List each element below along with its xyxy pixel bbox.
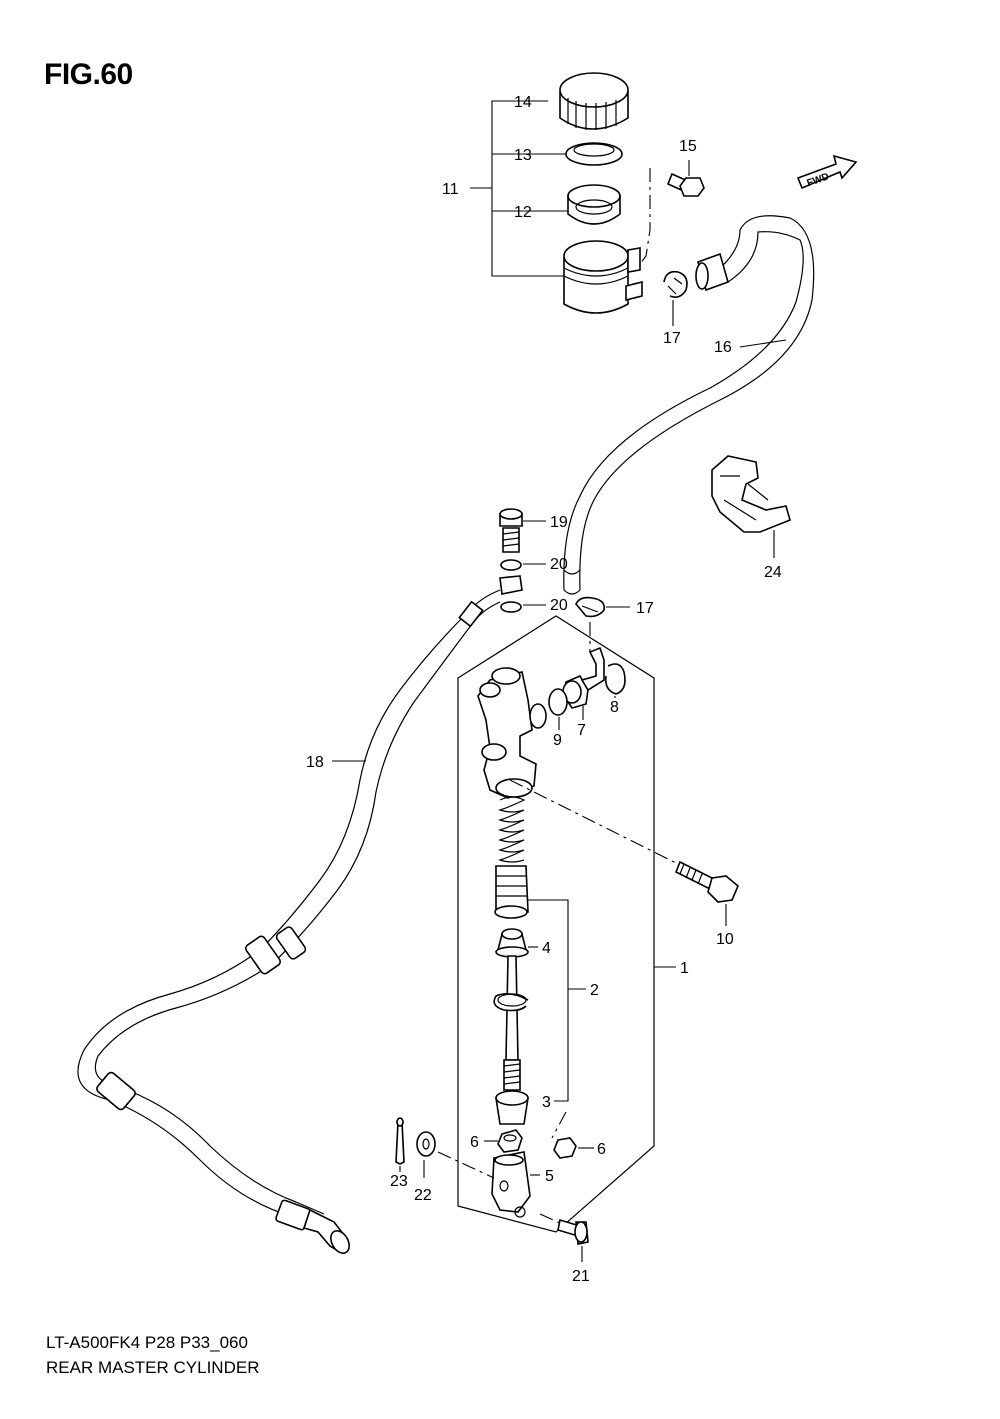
callout-1: 1 bbox=[680, 960, 689, 977]
callout-10: 10 bbox=[716, 931, 734, 948]
callout-2: 2 bbox=[590, 982, 599, 999]
callout-15: 15 bbox=[679, 138, 697, 155]
lock-nut-right bbox=[553, 1137, 577, 1159]
hose-clamp-top bbox=[663, 270, 688, 298]
reservoir-hose bbox=[563, 215, 815, 595]
sealing-washer-lower bbox=[500, 601, 522, 613]
callout-4: 4 bbox=[542, 940, 551, 957]
brake-hose bbox=[77, 575, 523, 1254]
hose-bracket bbox=[711, 455, 791, 533]
primary-piston bbox=[494, 865, 529, 919]
lock-nut-left bbox=[497, 1129, 523, 1153]
master-cylinder-body bbox=[477, 667, 547, 799]
model-code: LT-A500FK4 P28 P33_060 bbox=[46, 1333, 248, 1352]
circlip-icon bbox=[604, 663, 626, 695]
callout-7: 7 bbox=[577, 722, 586, 739]
callout-20-upper: 20 bbox=[550, 556, 568, 573]
mounting-bolt bbox=[674, 860, 739, 903]
callout-13: 13 bbox=[514, 147, 532, 164]
sealing-washer-upper bbox=[500, 559, 522, 571]
callout-17-lower: 17 bbox=[636, 600, 654, 617]
return-spring bbox=[498, 796, 526, 863]
callout-19: 19 bbox=[550, 514, 568, 531]
cotter-pin bbox=[395, 1117, 405, 1165]
hose-clamp-lower bbox=[575, 596, 606, 618]
callout-9: 9 bbox=[553, 732, 562, 749]
push-rod bbox=[503, 955, 521, 1091]
callout-3: 3 bbox=[542, 1094, 551, 1111]
reservoir-bolt bbox=[666, 172, 705, 197]
callout-12: 12 bbox=[514, 204, 532, 221]
diagram-title: REAR MASTER CYLINDER bbox=[46, 1358, 260, 1377]
callout-5: 5 bbox=[545, 1168, 554, 1185]
reservoir-diaphragm-plate bbox=[565, 142, 623, 166]
clevis-pin bbox=[557, 1218, 589, 1245]
callout-6-right: 6 bbox=[597, 1141, 606, 1158]
callout-23: 23 bbox=[390, 1173, 408, 1190]
callout-20-lower: 20 bbox=[550, 597, 568, 614]
reservoir-cap bbox=[559, 72, 629, 130]
dust-boot bbox=[495, 1090, 529, 1125]
snap-ring bbox=[493, 992, 529, 1012]
inlet-fitting bbox=[562, 646, 605, 709]
callout-11: 11 bbox=[442, 181, 459, 198]
callout-14: 14 bbox=[514, 94, 532, 111]
o-ring bbox=[548, 688, 568, 716]
push-rod-boot bbox=[495, 928, 529, 958]
figure-number: FIG.60 bbox=[44, 58, 133, 91]
forward-arrow-icon: FWD bbox=[796, 154, 858, 189]
union-bolt bbox=[499, 508, 523, 553]
callout-6-left: 6 bbox=[470, 1134, 479, 1151]
reservoir-diaphragm bbox=[567, 184, 621, 225]
callout-21: 21 bbox=[572, 1268, 590, 1285]
plain-washer bbox=[416, 1131, 436, 1157]
reservoir-body bbox=[563, 240, 643, 314]
callout-16: 16 bbox=[714, 339, 732, 356]
clevis bbox=[491, 1151, 531, 1218]
callout-8: 8 bbox=[610, 699, 619, 716]
callout-22: 22 bbox=[414, 1187, 432, 1204]
callout-24: 24 bbox=[764, 564, 782, 581]
callout-17-top: 17 bbox=[663, 330, 681, 347]
callout-18: 18 bbox=[306, 754, 324, 771]
